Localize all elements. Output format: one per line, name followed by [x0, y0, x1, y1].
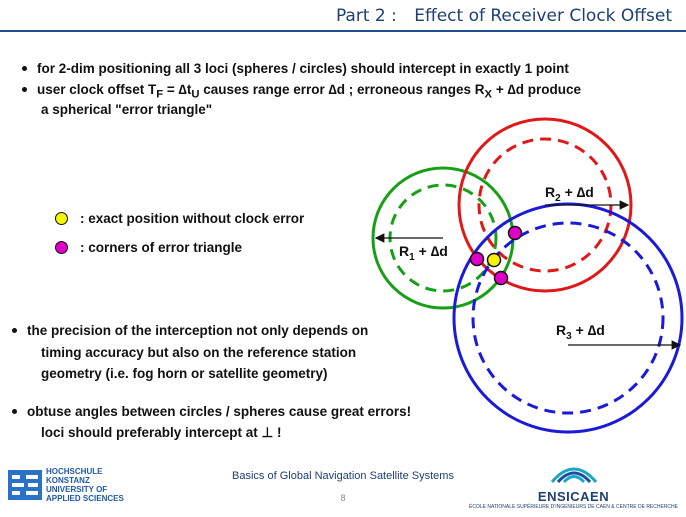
- bullet-precision-line3: geometry (i.e. fog horn or satellite geo…: [41, 366, 328, 381]
- magenta-dot-icon: [55, 241, 68, 254]
- hochschule-logo-text: HOCHSCHULE KONSTANZ UNIVERSITY OF APPLIE…: [46, 467, 124, 503]
- bullet-clock-offset: user clock offset TF = ∆tU causes range …: [22, 81, 581, 104]
- course-title: Basics of Global Navigation Satellite Sy…: [232, 470, 454, 482]
- corner-point-1: [507, 225, 523, 241]
- title-underline: [0, 30, 686, 32]
- hochschule-logo: HOCHSCHULE KONSTANZ UNIVERSITY OF APPLIE…: [8, 467, 124, 503]
- corner-point-3: [493, 270, 509, 286]
- bullet-2d-positioning: for 2-dim positioning all 3 loci (sphere…: [22, 60, 569, 78]
- ensicaen-name: ENSICAEN: [537, 489, 610, 504]
- ensicaen-subtitle: ÉCOLE NATIONALE SUPÉRIEURE D'INGÉNIEURS …: [469, 504, 678, 510]
- bullet-precision: the precision of the interception not on…: [12, 322, 368, 340]
- blue-circle-dashed: [471, 221, 665, 415]
- bullet-dot-icon: [22, 86, 27, 92]
- bullet-clock-offset-cont: a spherical "error triangle": [41, 102, 213, 117]
- corner-point-2: [469, 251, 485, 267]
- part-label: Part 2 :: [335, 6, 397, 26]
- bullet-obtuse-angles: obtuse angles between circles / spheres …: [12, 403, 411, 421]
- bullet-dot-icon: [12, 327, 17, 333]
- slide-title: Part 2 : Effect of Receiver Clock Offset: [336, 6, 672, 26]
- bullet-obtuse-angles-line2: loci should preferably intercept at ⊥ !: [41, 425, 282, 440]
- page-number: 8: [340, 493, 346, 503]
- yellow-dot-icon: [55, 212, 68, 225]
- exact-position-point: [486, 252, 502, 268]
- r2-label: R2 + ∆d: [545, 184, 594, 204]
- legend-exact-position: : exact position without clock error: [55, 211, 304, 226]
- bullet-dot-icon: [22, 65, 27, 71]
- red-circle: [457, 117, 633, 293]
- ensicaen-logo-icon: [550, 467, 597, 484]
- r3-label: R3 + ∆d: [556, 322, 605, 342]
- legend-error-corners: : corners of error triangle: [55, 240, 242, 255]
- bullet-precision-line2: timing accuracy but also on the referenc…: [41, 345, 357, 360]
- bullet-dot-icon: [12, 408, 17, 414]
- hochschule-logo-icon: [8, 470, 42, 500]
- title-text: Effect of Receiver Clock Offset: [414, 6, 672, 26]
- ensicaen-logo: ENSICAEN ÉCOLE NATIONALE SUPÉRIEURE D'IN…: [469, 462, 678, 510]
- r1-label: R1 + ∆d: [399, 243, 448, 263]
- blue-circle: [452, 202, 684, 434]
